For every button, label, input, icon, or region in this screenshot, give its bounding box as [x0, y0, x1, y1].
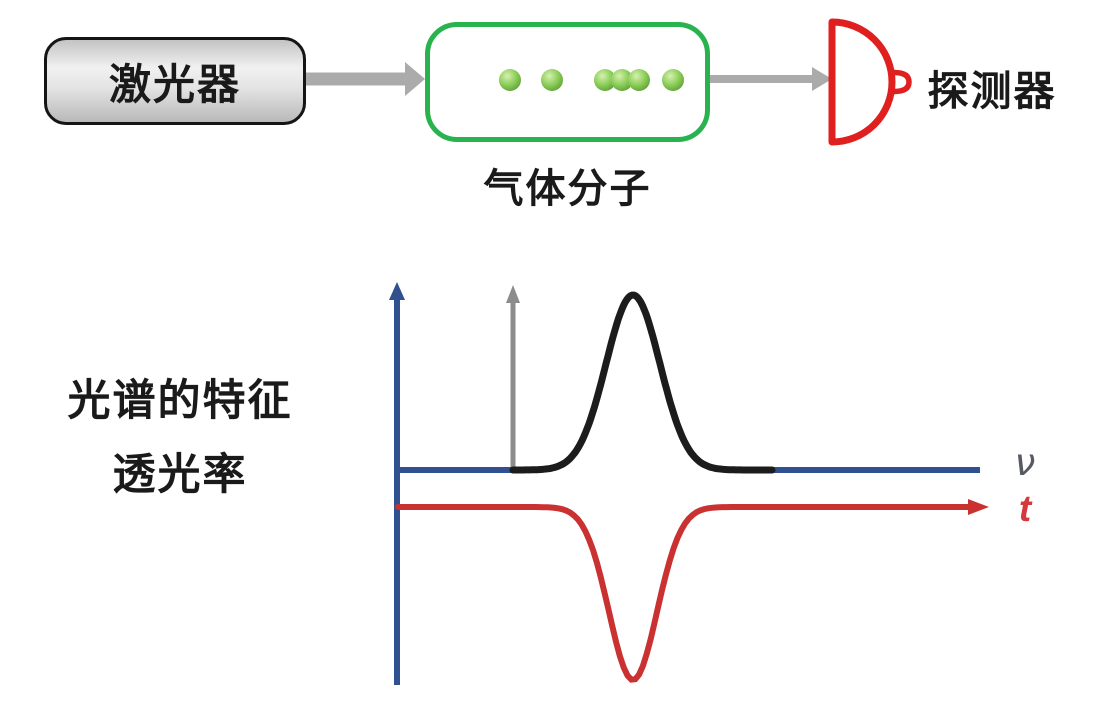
transmittance-dip-curve — [395, 504, 975, 683]
gas-molecule — [499, 69, 521, 91]
absorption-line-peak-curve — [509, 291, 776, 474]
plot-caption: 光谱的特征 透光率 — [30, 380, 330, 497]
gas-molecule — [611, 69, 633, 91]
gas-molecule — [541, 69, 563, 91]
beam-arrow-cell-to-detector — [710, 67, 832, 91]
spectrum-plot — [389, 282, 989, 685]
molecule-group — [499, 69, 684, 91]
gas-molecule — [662, 69, 684, 91]
plot-caption-line1: 光谱的特征 — [67, 377, 293, 425]
detector-icon — [828, 18, 912, 146]
gas-cell-label: 气体分子 — [483, 167, 652, 211]
beam-arrow-laser-to-cell — [306, 62, 425, 96]
gas-molecules — [499, 69, 684, 91]
laser-label: 激光器 — [108, 60, 241, 108]
laser-box: 激光器 — [44, 37, 306, 125]
y-axis-arrowhead-icon — [389, 282, 405, 300]
nu-axis-label: ν — [1014, 441, 1036, 484]
plot-caption-line2: 透光率 — [112, 451, 248, 499]
gas-molecule — [594, 69, 616, 91]
t-axis-label: t — [1018, 488, 1032, 529]
detector-body — [828, 18, 896, 146]
center-marker-arrowhead-icon — [506, 285, 520, 303]
beam-arrowhead-icon — [812, 67, 832, 91]
beam-arrow-body — [710, 75, 814, 83]
gas-molecule — [628, 69, 650, 91]
beam-arrow-body — [306, 72, 406, 86]
t-axis-arrowhead-icon — [968, 499, 989, 515]
beam-arrowhead-icon — [405, 62, 425, 96]
detector-label: 探测器 — [927, 68, 1057, 114]
